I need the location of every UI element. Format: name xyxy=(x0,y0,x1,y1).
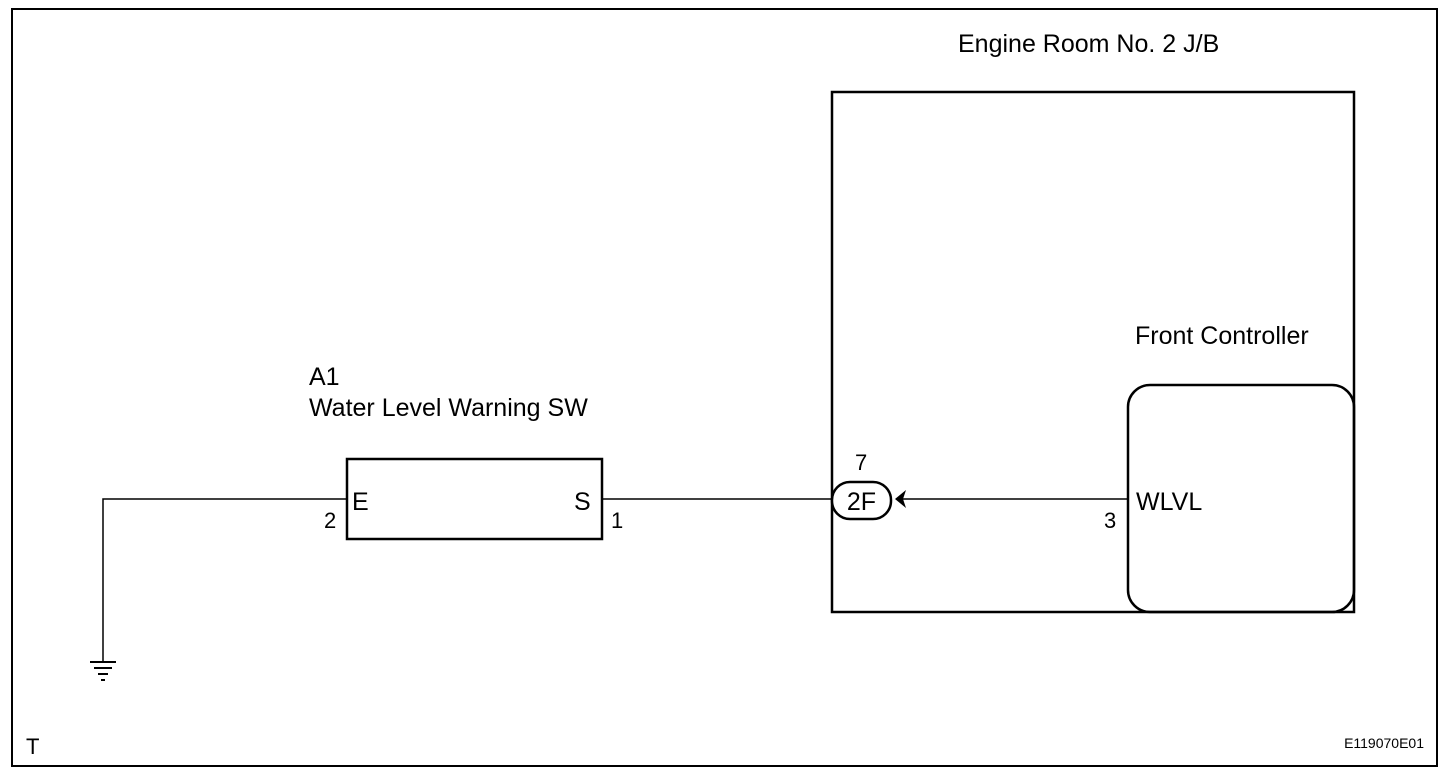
ground-icon xyxy=(90,661,116,681)
diagram-frame xyxy=(11,8,1438,767)
junction-block-title: Engine Room No. 2 J/B xyxy=(958,30,1219,58)
front-controller-terminal-label: WLVL xyxy=(1136,488,1202,516)
switch-name: Water Level Warning SW xyxy=(309,394,588,422)
wire-ground xyxy=(102,498,347,661)
switch-code: A1 xyxy=(309,363,340,391)
switch-box xyxy=(345,457,604,541)
switch-pin-right: 1 xyxy=(611,508,623,533)
connector-code: 2F xyxy=(847,488,876,516)
figure-id: E119070E01 xyxy=(1344,735,1424,751)
connector-2f xyxy=(830,480,893,521)
corner-label: T xyxy=(26,734,39,759)
switch-terminal-s: S xyxy=(574,488,591,516)
junction-block-box xyxy=(830,90,1356,614)
connector-pin: 7 xyxy=(855,450,867,475)
front-controller-title: Front Controller xyxy=(1135,322,1309,350)
connector-arrow-icon xyxy=(895,490,906,508)
front-controller-pin: 3 xyxy=(1104,508,1116,533)
switch-terminal-e: E xyxy=(352,488,369,516)
switch-pin-left: 2 xyxy=(324,508,336,533)
